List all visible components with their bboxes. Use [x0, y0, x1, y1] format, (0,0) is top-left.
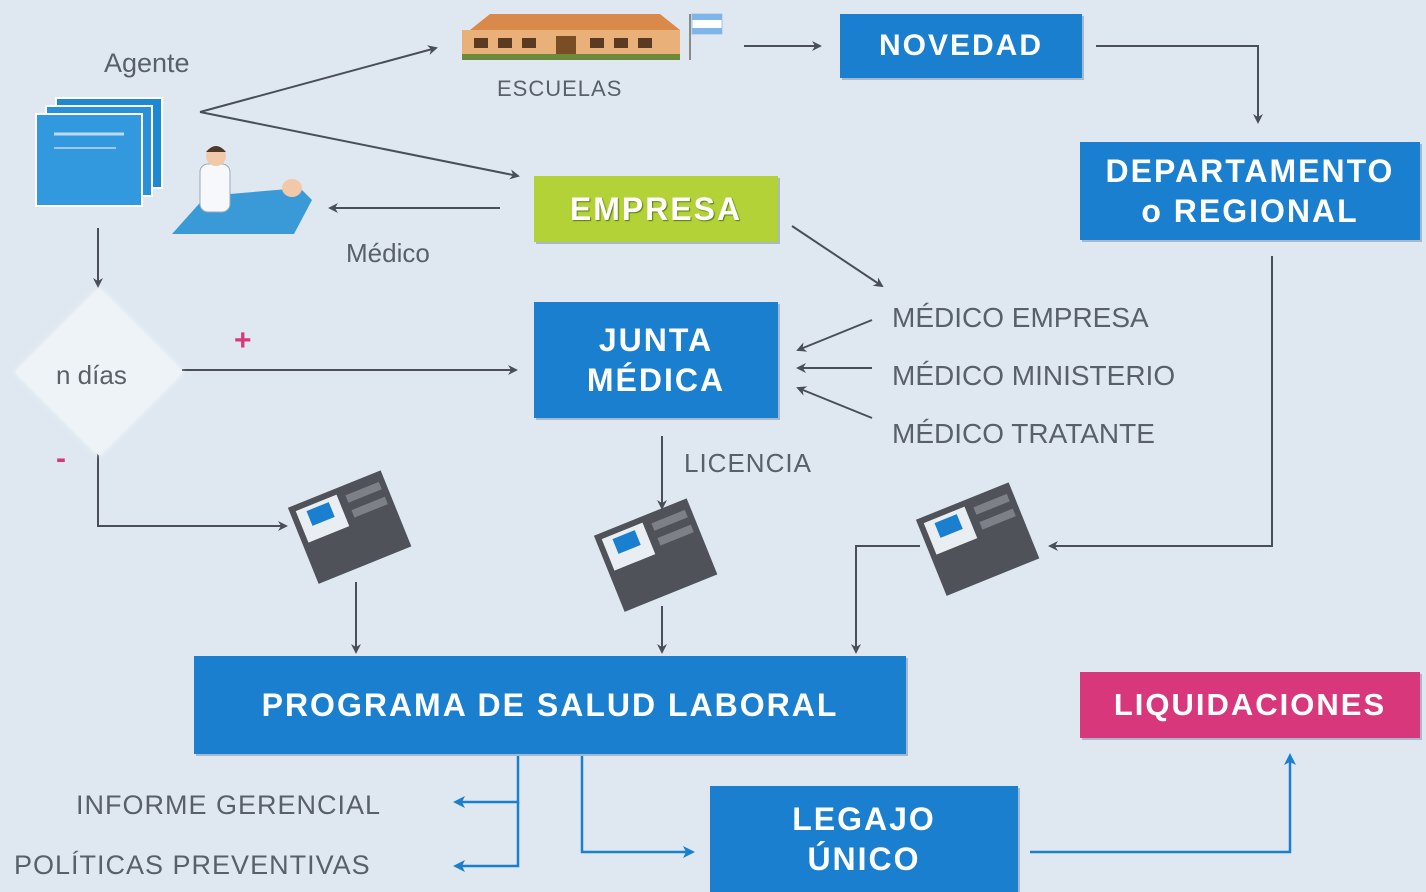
arrow-departamento-floppy3 [1048, 256, 1273, 551]
medico-tratante-label: MÉDICO TRATANTE [892, 418, 1155, 449]
minus-sign: - [56, 442, 66, 475]
arrow-agente-escuelas [199, 45, 438, 113]
junta-line2: MÉDICA [586, 362, 726, 398]
plus-sign: + [234, 324, 252, 357]
medico-label: Médico [346, 238, 430, 268]
medico-empresa-label: MÉDICO EMPRESA [892, 302, 1149, 333]
school-building-icon [462, 13, 723, 60]
liquidaciones-box: LIQUIDACIONES [1080, 672, 1420, 738]
agente-label: Agente [104, 48, 190, 78]
novedad-label: NOVEDAD [878, 29, 1043, 63]
departamento-box: DEPARTAMENTO o REGIONAL [1080, 142, 1420, 240]
informe-label: INFORME GERENCIAL [76, 790, 382, 820]
licencia-label: LICENCIA [684, 448, 812, 478]
legajo-line2: ÚNICO [807, 841, 921, 877]
legajo-line1: LEGAJO [792, 801, 936, 837]
floppy-disk-icon [593, 498, 718, 612]
arrow-agente-empresa [199, 111, 520, 180]
doctor-patient-icon [172, 146, 312, 234]
arrow-medicotratante-junta [796, 386, 873, 419]
arrow-medicoempresa-junta [796, 319, 873, 352]
empresa-box: EMPRESA [534, 176, 778, 242]
novedad-box: NOVEDAD [840, 14, 1082, 78]
arrow-empresa-medicoempresa [791, 225, 884, 288]
politicas-label: POLÍTICAS PREVENTIVAS [14, 850, 371, 880]
liquidaciones-label: LIQUIDACIONES [1113, 686, 1387, 722]
escuelas-label: ESCUELAS [497, 76, 623, 101]
empresa-label: EMPRESA [569, 191, 743, 227]
programa-label: PROGRAMA DE SALUD LABORAL [261, 687, 839, 723]
arrow-programa-informe [453, 756, 520, 808]
floppy-disk-icon [915, 482, 1040, 596]
medico-ministerio-label: MÉDICO MINISTERIO [892, 360, 1176, 391]
legajo-unico-box: LEGAJO ÚNICO [710, 786, 1018, 892]
arrow-novedad-departamento [1096, 45, 1263, 124]
departamento-line2: o REGIONAL [1141, 193, 1359, 229]
arrow-programa-legajo [580, 756, 695, 858]
arrow-floppy3-programa [851, 545, 920, 654]
arrow-programa-politicas [453, 802, 520, 872]
floppy-disk-icon [287, 470, 412, 584]
blue-connectors [453, 753, 1296, 872]
departamento-line1: DEPARTAMENTO [1105, 153, 1395, 189]
programa-salud-box: PROGRAMA DE SALUD LABORAL [194, 656, 906, 754]
junta-medica-box: JUNTA MÉDICA [534, 302, 778, 418]
arrow-ndias-floppy1 [97, 452, 288, 531]
dark-connectors [93, 41, 1273, 654]
certificate-documents-icon [35, 97, 163, 207]
arrow-legajo-liquidaciones [1030, 753, 1296, 854]
n-dias-label: n días [56, 360, 127, 390]
junta-line1: JUNTA [598, 322, 714, 358]
